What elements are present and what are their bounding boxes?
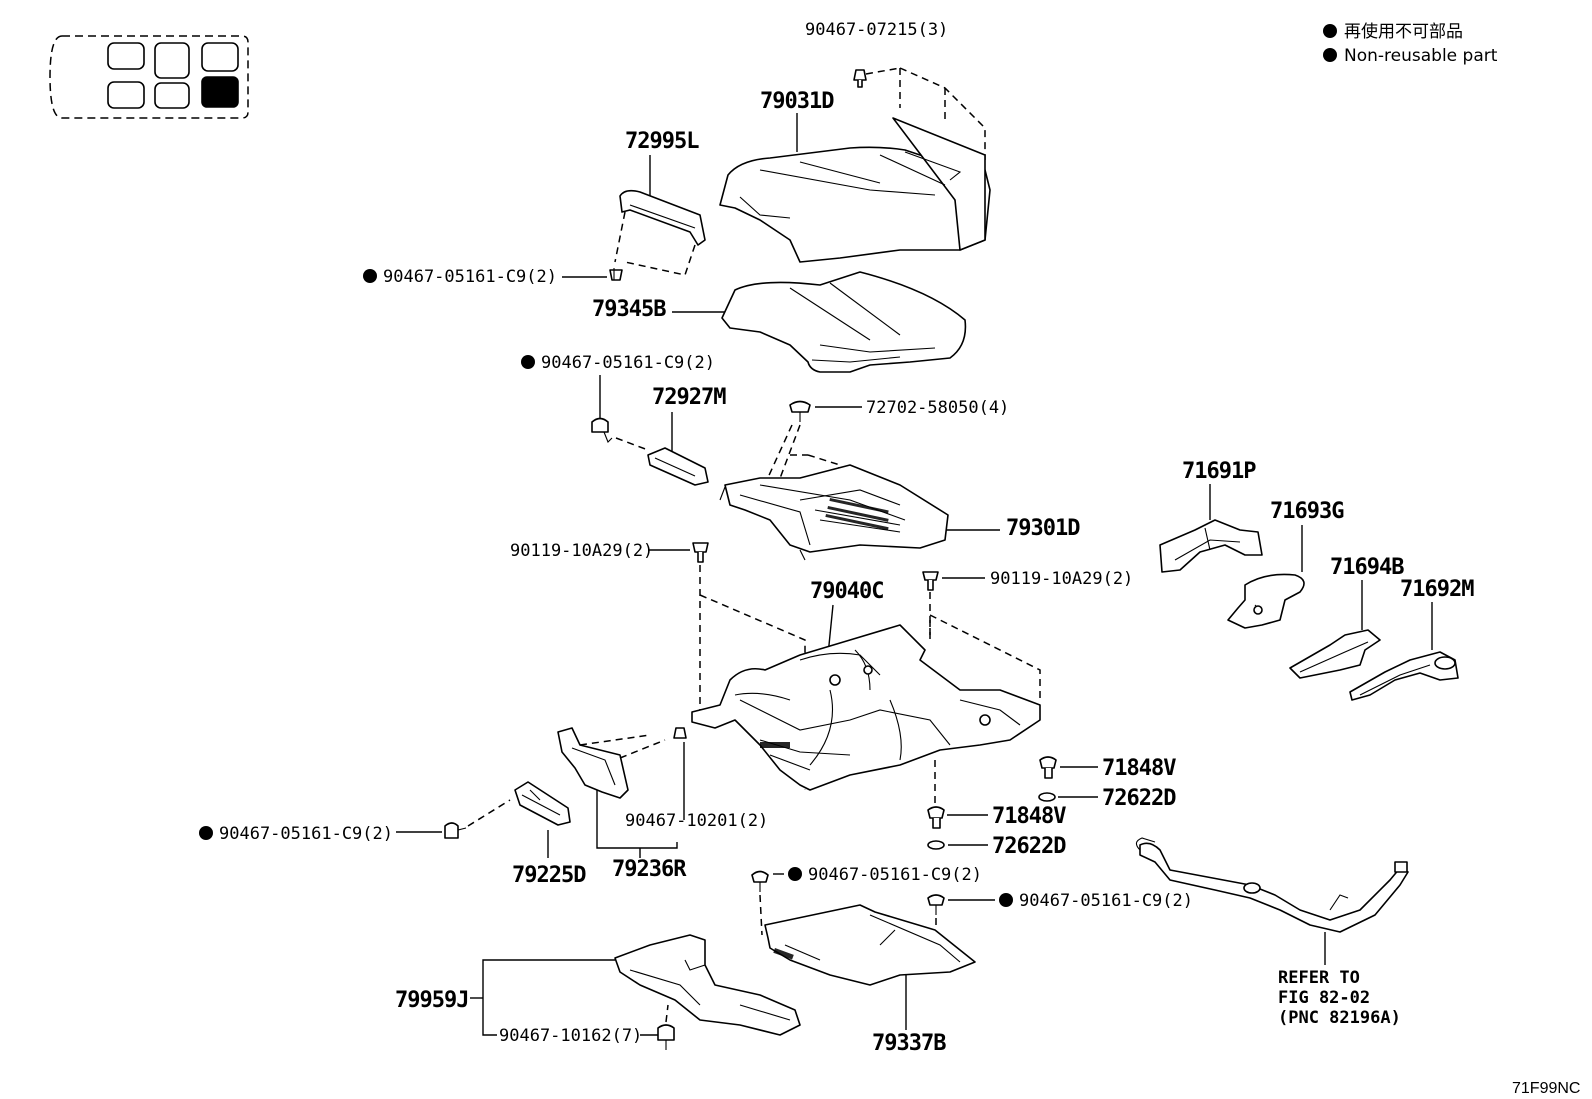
- label-71694B: 71694B: [1330, 555, 1404, 580]
- label-79337B: 79337B: [872, 1031, 946, 1056]
- part-71848V-b: 71848V: [927, 804, 1067, 829]
- part-90467-07215: 90467-07215(3): [805, 20, 948, 88]
- part-72702-58050: 72702-58050(4): [759, 398, 1009, 521]
- part-79959J-cover: 79959J 90467-10162(7): [395, 934, 801, 1050]
- non-reusable-dot-icon: [999, 893, 1013, 907]
- refer-line-3: (PNC 82196A): [1278, 1008, 1401, 1028]
- label-90467-05161-c: 90467-05161-C9(2): [219, 824, 393, 844]
- seat-position-indicator: [49, 35, 249, 119]
- part-90467-05161-e: 90467-05161-C9(2): [927, 891, 1193, 930]
- label-71848V-b: 71848V: [992, 804, 1066, 829]
- refer-line-2: FIG 82-02: [1278, 988, 1370, 1008]
- refer-line-1: REFER TO: [1278, 968, 1360, 988]
- part-79236R-side-cover: 90467-10201(2) 79236R: [557, 727, 768, 882]
- label-72927M: 72927M: [652, 385, 726, 410]
- label-90119-a: 90119-10A29(2): [510, 541, 653, 561]
- part-71692M: 71692M: [1349, 577, 1475, 701]
- dash-guide: [899, 67, 986, 160]
- label-79031D: 79031D: [760, 89, 834, 114]
- label-71692M: 71692M: [1400, 577, 1474, 602]
- non-reusable-dot-icon: [199, 826, 213, 840]
- part-72622D-a: 72622D: [1038, 786, 1177, 811]
- label-72995L: 72995L: [625, 129, 699, 154]
- legend: 再使用不可部品 Non-reusable part: [1323, 21, 1498, 66]
- label-71693G: 71693G: [1270, 499, 1344, 524]
- label-79959J: 79959J: [395, 988, 468, 1013]
- part-90467-05161-b: 90467-05161-C9(2): [521, 353, 715, 451]
- part-71694B: 71694B: [1289, 555, 1405, 679]
- part-90119-10A29-b: 90119-10A29(2): [922, 569, 1133, 640]
- label-72702-58050: 72702-58050(4): [866, 398, 1009, 418]
- label-79225D: 79225D: [512, 863, 586, 888]
- label-90467-05161-e: 90467-05161-C9(2): [1019, 891, 1193, 911]
- part-79337B-undercover: 79337B: [764, 904, 976, 1056]
- non-reusable-dot-icon: [1323, 48, 1337, 62]
- part-90467-05161-a: 90467-05161-C9(2): [363, 267, 623, 287]
- label-79236R: 79236R: [612, 857, 687, 882]
- label-90467-07215: 90467-07215(3): [805, 20, 948, 40]
- part-79225D-bracket: 79225D: [512, 781, 587, 888]
- non-reusable-dot-icon: [363, 269, 377, 283]
- legend-line-1: 再使用不可部品: [1344, 21, 1463, 42]
- label-90119-b: 90119-10A29(2): [990, 569, 1133, 589]
- label-79040C: 79040C: [810, 579, 883, 604]
- selected-seat-icon: [201, 76, 239, 108]
- label-72622D-a: 72622D: [1102, 786, 1176, 811]
- part-71693G: 71693G: [1227, 499, 1345, 629]
- non-reusable-dot-icon: [788, 867, 802, 881]
- non-reusable-dot-icon: [521, 355, 535, 369]
- part-wire-harness: REFER TO FIG 82-02 (PNC 82196A): [1135, 837, 1409, 1028]
- legend-line-2: Non-reusable part: [1344, 46, 1498, 66]
- part-79345B-seat-pad: 79345B: [592, 271, 967, 373]
- label-71848V-a: 71848V: [1102, 756, 1176, 781]
- label-90467-05161-a: 90467-05161-C9(2): [383, 267, 557, 287]
- label-79301D: 79301D: [1006, 516, 1080, 541]
- label-90467-05161-d: 90467-05161-C9(2): [808, 865, 982, 885]
- label-72622D-b: 72622D: [992, 834, 1066, 859]
- part-71691P: 71691P: [1159, 459, 1263, 573]
- label-90467-10162: 90467-10162(7): [499, 1026, 642, 1046]
- part-90119-10A29-a: 90119-10A29(2): [510, 541, 709, 720]
- label-71691P: 71691P: [1182, 459, 1256, 484]
- part-79040C-seat-frame: 79040C: [691, 579, 1041, 791]
- part-90467-05161-d: 90467-05161-C9(2): [751, 865, 982, 936]
- figure-code: 71F99NC: [1512, 1080, 1580, 1097]
- part-79301D-cushion-frame: 79301D: [719, 464, 1081, 561]
- non-reusable-dot-icon: [1323, 24, 1337, 38]
- part-72927M-bracket: 72927M: [647, 385, 727, 486]
- part-79031D-seat-cover: 79031D: [719, 89, 991, 263]
- part-71848V-a: 71848V: [1039, 756, 1177, 781]
- part-72622D-b: 72622D: [927, 834, 1067, 859]
- label-90467-05161-b: 90467-05161-C9(2): [541, 353, 715, 373]
- label-79345B: 79345B: [592, 297, 666, 322]
- part-90467-05161-c: 90467-05161-C9(2): [199, 799, 511, 844]
- label-90467-10201: 90467-10201(2): [625, 811, 768, 831]
- part-72995L-trim: 72995L: [614, 129, 706, 276]
